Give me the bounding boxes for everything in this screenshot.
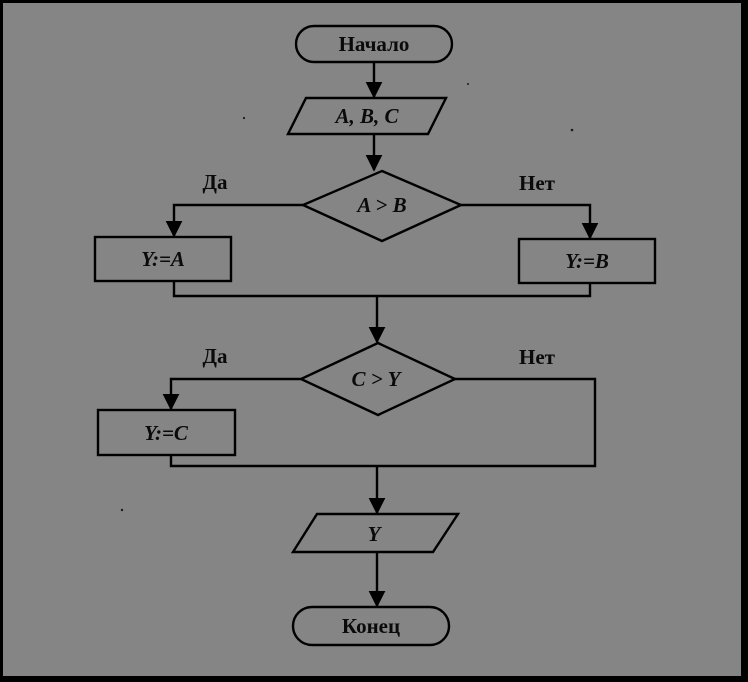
yes-label-2: Да	[203, 344, 228, 368]
output-block: Y	[290, 512, 461, 554]
line-decision-2-no	[377, 377, 597, 468]
input-block: A, B, C	[286, 96, 448, 136]
decision-2: C > Y	[298, 341, 458, 417]
merge-line-2	[169, 455, 377, 468]
arrow-decision-1-yes	[165, 203, 303, 238]
end-label: Конец	[342, 614, 400, 638]
merge-line-1	[172, 281, 592, 298]
process-y-equals-b-label: Y:=B	[565, 249, 609, 273]
start-label: Начало	[339, 32, 410, 56]
decision-2-label: C > Y	[352, 367, 403, 391]
scan-specks	[120, 83, 574, 512]
process-y-equals-c: Y:=C	[96, 408, 237, 457]
start-terminal: Начало	[294, 24, 454, 64]
yes-label-1: Да	[203, 170, 228, 194]
decision-1-label: A > B	[355, 193, 406, 217]
output-label: Y	[368, 522, 383, 546]
arrow-decision-2-yes	[162, 377, 301, 411]
no-label-2: Нет	[519, 345, 556, 369]
arrow-decision-1-no	[461, 203, 599, 240]
end-terminal: Конец	[291, 605, 451, 647]
process-y-equals-a-label: Y:=A	[141, 247, 185, 271]
input-label: A, B, C	[333, 104, 399, 128]
process-y-equals-b: Y:=B	[517, 237, 657, 285]
decision-1: A > B	[300, 169, 464, 243]
no-label-1: Нет	[519, 171, 556, 195]
process-y-equals-c-label: Y:=C	[144, 421, 189, 445]
process-y-equals-a: Y:=A	[93, 235, 233, 283]
